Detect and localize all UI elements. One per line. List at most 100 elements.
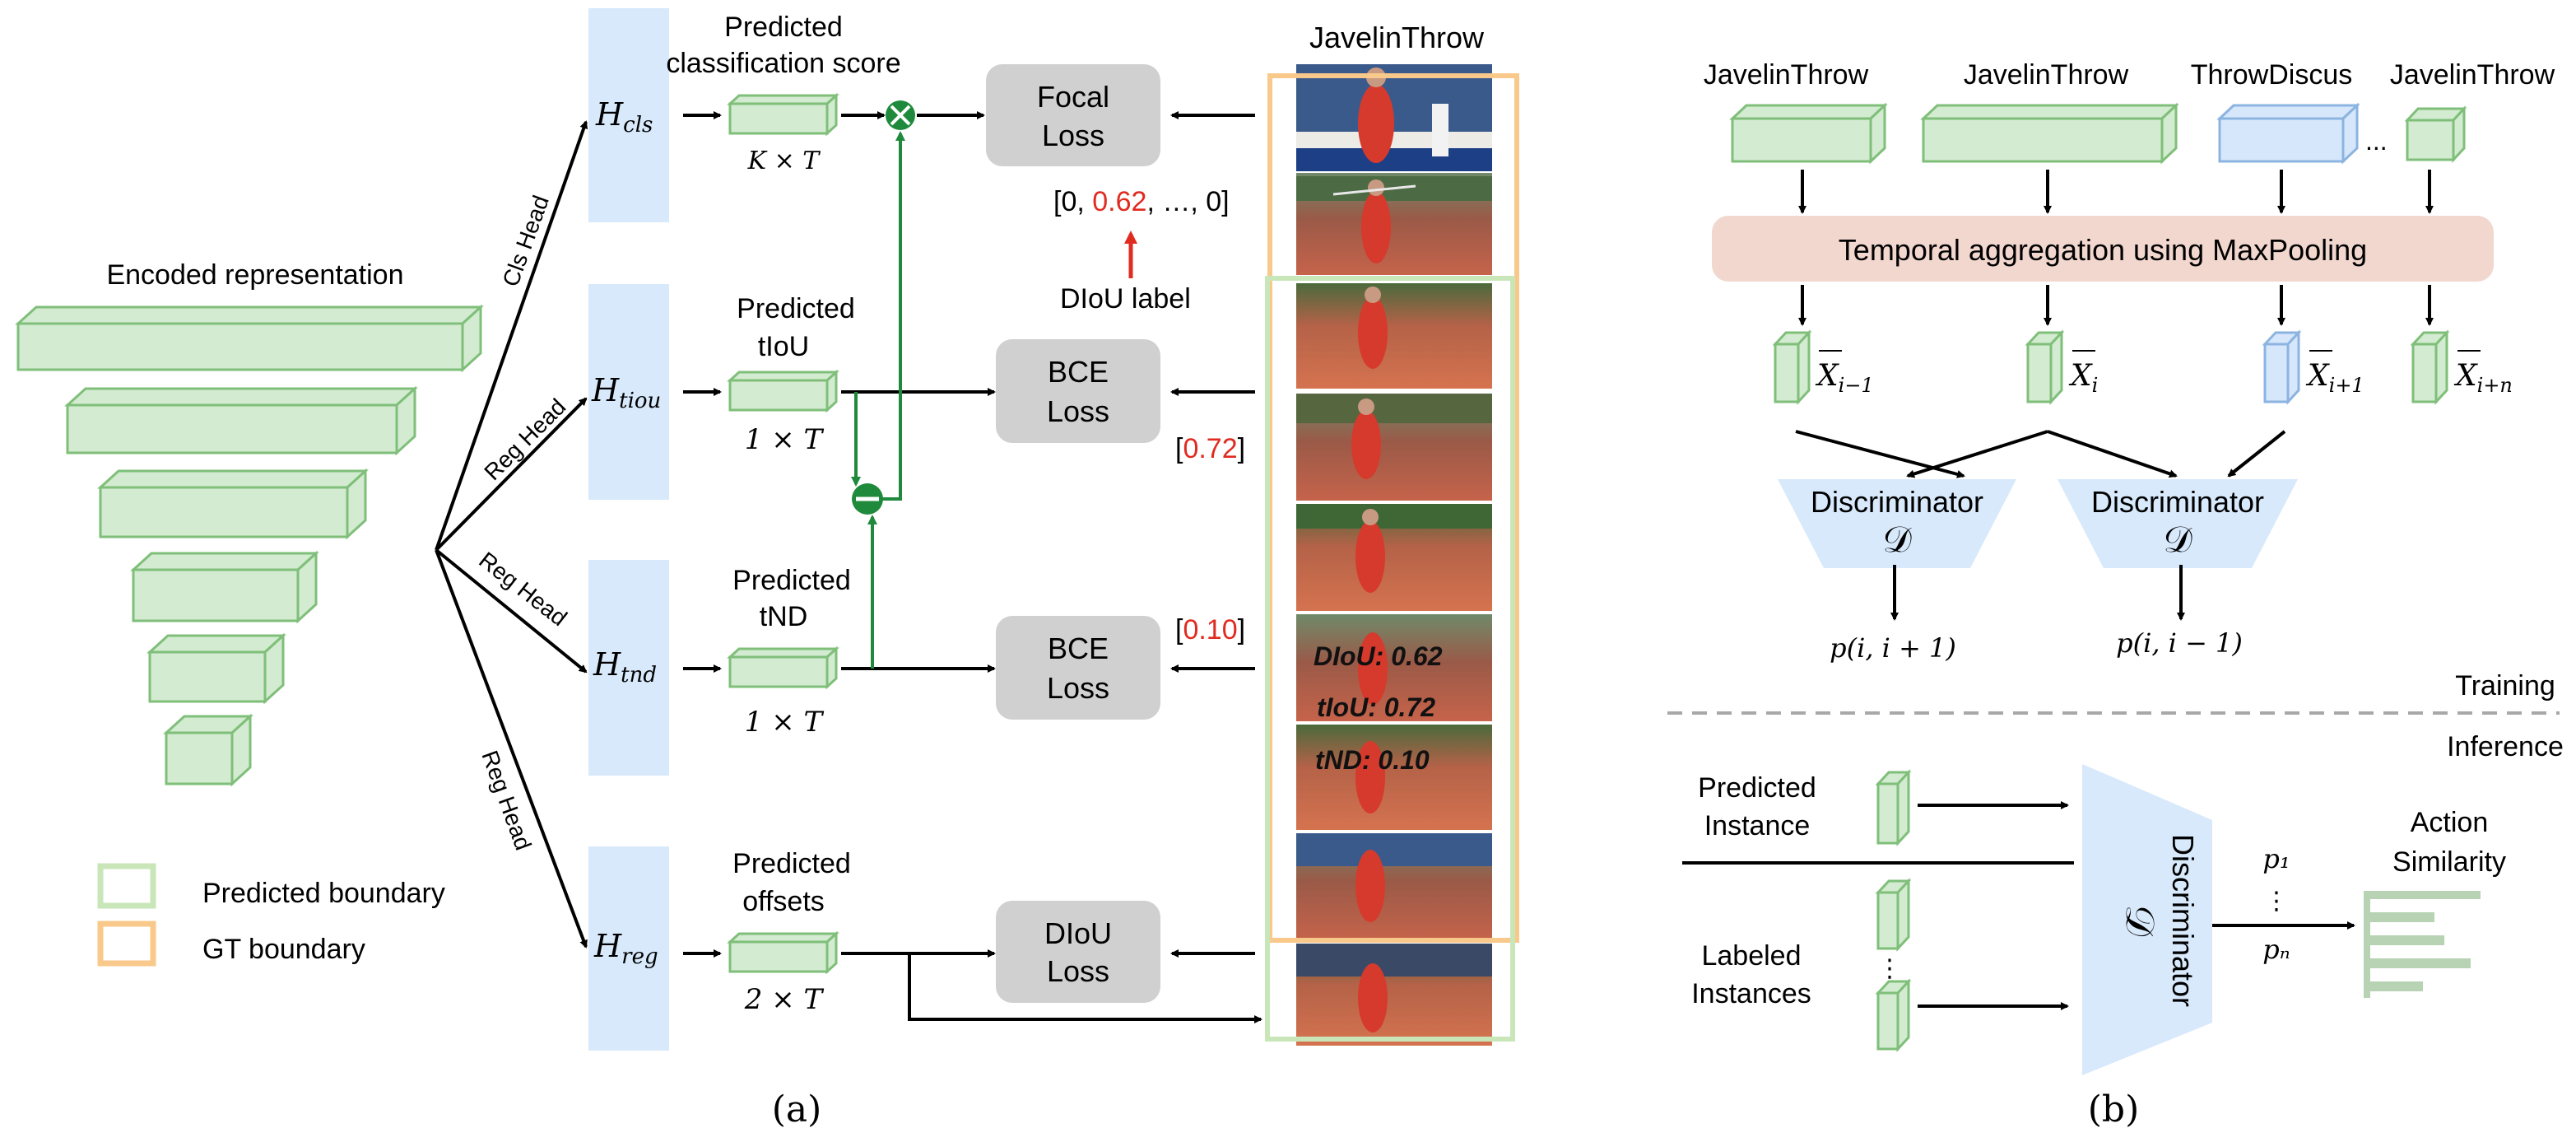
segment-tensors [1729, 102, 2467, 165]
bce-loss-tiou-line2: Loss [1047, 394, 1109, 428]
loss-boxes [986, 64, 1160, 1003]
bce-loss-tnd-box [996, 616, 1160, 720]
head-output-arrows [683, 111, 722, 958]
video-frames [1296, 64, 1492, 1046]
output-tnd-line2: tND [760, 601, 808, 632]
labeled-instance-feature-1 [1875, 878, 1912, 952]
frame-6 [1296, 614, 1492, 721]
output-tensors [727, 92, 839, 975]
branch-label-reg-3: Reg Head [477, 747, 536, 853]
focal-loss-line2: Loss [1042, 119, 1104, 152]
from-aggregation-arrows [1798, 285, 2434, 326]
output-reg-line1: Predicted [732, 848, 851, 879]
similarity-bars-icon [2364, 891, 2481, 998]
bce-loss-tnd-line2: Loss [1047, 671, 1109, 705]
encoded-representation-label: Encoded representation [106, 259, 403, 291]
labeled-ellipsis: ⋮ [1877, 955, 1902, 982]
output-cls-line1: Predicted [724, 12, 843, 43]
tnd-target: [0.10] [1175, 614, 1245, 646]
frame-9 [1296, 944, 1492, 1046]
discriminator-2-label: Discriminator [2091, 485, 2264, 519]
subtract-op-icon [852, 483, 883, 515]
labeled-instances-line2: Instances [1691, 978, 1811, 1009]
pooled-feature-1 [1772, 329, 1812, 405]
iou-overlay: DIoU: 0.62 tIoU: 0.72 tND: 0.10 [1314, 641, 1443, 775]
segment-3 [2216, 102, 2360, 165]
output-tiou-line2: tIoU [758, 331, 809, 362]
pyramid-level-3 [97, 468, 369, 540]
output-tiou-line1: Predicted [737, 293, 855, 324]
frame-4 [1296, 394, 1492, 501]
pyramid-level-6 [163, 713, 253, 787]
legend-gt-label: GT boundary [202, 934, 365, 965]
cls-target: [0, 0.62, …, 0] [1053, 186, 1230, 217]
big-discriminator-label: Discriminator [2166, 834, 2200, 1007]
predicted-instance-line2: Instance [1704, 810, 1811, 841]
panel-b: JavelinThrow JavelinThrow ThrowDiscus Ja… [1667, 59, 2564, 1130]
feature-labels: Xi−1 Xi Xi+1 Xi+n [1815, 350, 2513, 397]
segment-ellipsis: ... [2365, 126, 2388, 156]
segment-2 [1920, 102, 2179, 165]
discriminator-2-symbol: 𝒟 [2163, 519, 2192, 561]
head-tnd-label: Htnd [593, 646, 657, 688]
pooled-feature-2 [2025, 329, 2065, 405]
big-discriminator-symbol: 𝒟 [2117, 905, 2163, 937]
feature-label-3: Xi+1 [2305, 359, 2364, 397]
caption-a: (a) [772, 1088, 822, 1130]
focal-loss-line1: Focal [1037, 80, 1109, 114]
pooled-feature-3 [2262, 329, 2302, 405]
panel-a: Encoded representation [15, 8, 1519, 1130]
head-reg-box [588, 846, 669, 1051]
predicted-boundary-box [1265, 276, 1515, 1042]
diou-loss-line2: Loss [1047, 954, 1109, 988]
tensor-reg [727, 930, 839, 975]
feature-label-4: Xi+n [2453, 359, 2513, 397]
branch-arrows [435, 120, 588, 949]
training-label: Training [2455, 670, 2555, 702]
diou-loss-line1: DIoU [1044, 916, 1112, 950]
branch-label-reg-2: Reg Head [474, 547, 571, 631]
output-cls-line2: classification score [666, 48, 900, 79]
to-aggregation-arrows [1798, 170, 2434, 214]
frame-8 [1296, 833, 1492, 940]
big-discriminator-shape [2082, 764, 2212, 1075]
fusion-paths [851, 131, 905, 669]
bce-loss-tiou-box [996, 339, 1160, 443]
head-tnd-box [588, 560, 669, 776]
discriminator-1-symbol: 𝒟 [1882, 519, 1912, 561]
head-tiou-box [588, 284, 669, 500]
predicted-instance-line1: Predicted [1698, 772, 1816, 804]
feature-label-2: Xi [2068, 359, 2098, 397]
frame-1 [1296, 64, 1492, 171]
head-reg-label: Hreg [593, 928, 658, 969]
tensor-tiou [727, 369, 839, 413]
head-cls-label: Hcls [595, 96, 653, 138]
class-label-4: JavelinThrow [2390, 59, 2555, 91]
output-tnd-dims: 1 × T [745, 706, 825, 739]
segment-1 [1729, 102, 1888, 165]
prob-dots: ⋮ [2264, 888, 2289, 915]
predicted-instance-feature [1875, 769, 1912, 846]
pyramid-level-4 [130, 550, 319, 624]
prob-last: pₙ [2262, 934, 2290, 965]
discriminator-1-label: Discriminator [1811, 485, 1983, 519]
diou-label-text: DIoU label [1060, 283, 1191, 315]
pyramid-level-2 [64, 385, 418, 456]
legend: Predicted boundary GT boundary [97, 863, 445, 967]
encoded-pyramid [15, 304, 484, 787]
branch-label-reg-1: Reg Head [479, 394, 570, 485]
discriminator-output-arrows [1890, 565, 2185, 621]
output-loss-arrows [841, 111, 1262, 1023]
output-cls-dims: K × T [747, 147, 821, 175]
frame-3 [1296, 283, 1492, 389]
output-reg-dims: 2 × T [744, 983, 825, 1016]
discriminator-input-arrows [1795, 430, 2286, 478]
frame-5 [1296, 504, 1492, 611]
class-label-1: JavelinThrow [1704, 59, 1869, 91]
legend-predicted-label: Predicted boundary [202, 878, 445, 909]
inference-label: Inference [2447, 731, 2564, 762]
feature-label-1: Xi−1 [1815, 359, 1874, 397]
heads: Hcls Htiou Htnd Hreg [588, 8, 669, 1051]
output-tiou-dims: 1 × T [745, 423, 825, 456]
